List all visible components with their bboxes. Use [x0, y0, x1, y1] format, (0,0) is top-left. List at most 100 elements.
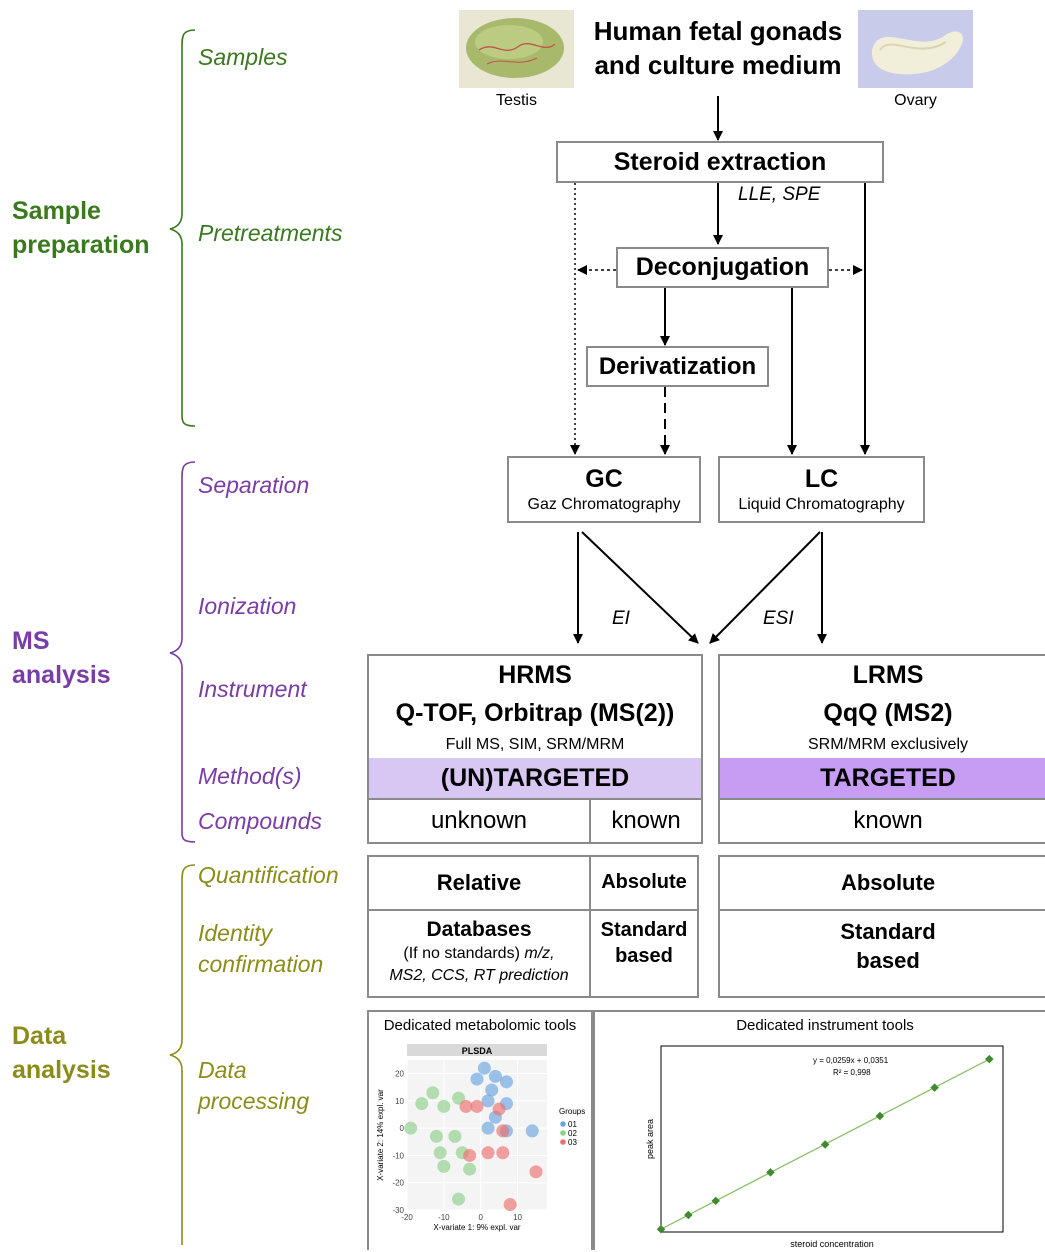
ovary-image — [858, 10, 973, 88]
plsda-point-group-03 — [459, 1099, 473, 1113]
hrms-subtitle: Q-TOF, Orbitrap (MS(2)) — [395, 699, 675, 727]
lrms-title: LRMS — [852, 661, 924, 689]
plsda-point-group-01 — [488, 1069, 502, 1083]
plsda-point-group-01 — [481, 1094, 495, 1108]
plsda-point-group-03 — [496, 1146, 510, 1160]
plsda-point-group-02 — [433, 1146, 447, 1160]
plsda-legend-label-03: 03 — [568, 1138, 577, 1147]
hrms-id-databases-cell: Databases (If no standards) m/z, MS2, CC… — [369, 917, 589, 987]
hrms-id-note-plain: (If no standards) — [403, 945, 525, 962]
ei-label: EI — [612, 608, 630, 629]
plsda-x-tick: 10 — [513, 1213, 522, 1222]
hrms-modes: Full MS, SIM, SRM/MRM — [445, 736, 625, 753]
plsda-point-group-03 — [529, 1165, 543, 1179]
calibration-equation: y = 0,0259x + 0,0351 — [813, 1056, 889, 1065]
instrument-tools-panel: Dedicated instrument tools y = 0,0259x +… — [593, 1010, 1045, 1250]
section-sample-preparation: Sample preparation — [12, 197, 150, 259]
plsda-legend-swatch-03 — [560, 1139, 566, 1145]
lc-label: LC — [804, 464, 839, 493]
hrms-data-table: Relative Absolute Databases (If no stand… — [367, 855, 699, 998]
gc-box: GC Gaz Chromatography — [507, 456, 701, 523]
section-ms-analysis: MS analysis — [12, 627, 111, 689]
plsda-point-group-03 — [463, 1148, 477, 1162]
calibration-chart: y = 0,0259x + 0,0351 R² = 0,998 steroid co… — [645, 1045, 1004, 1249]
step-quantification: Quantification — [198, 862, 339, 888]
hrms-id-databases: Databases — [426, 918, 532, 941]
plsda-point-group-02 — [437, 1159, 451, 1173]
plsda-y-tick: -20 — [392, 1179, 404, 1188]
ms-analysis-brace — [169, 461, 196, 843]
plsda-point-group-02 — [404, 1121, 418, 1135]
hrms-method-band: (UN)TARGETED — [369, 758, 701, 798]
plsda-y-axis-label: X-variate 2: 14% expl. var — [376, 1089, 385, 1181]
instrument-tools-title: Dedicated instrument tools — [736, 1017, 914, 1034]
calibration-plot-frame — [660, 1045, 1004, 1233]
extraction-methods-label: LLE, SPE — [738, 184, 821, 205]
step-ionization: Ionization — [198, 593, 297, 619]
lrms-modes: SRM/MRM exclusively — [807, 736, 968, 753]
deconjugation-box: Deconjugation — [616, 247, 829, 288]
lrms-panel: LRMS QqQ (MS2) SRM/MRM exclusively TARGE… — [718, 654, 1045, 844]
esi-label: ESI — [763, 608, 794, 629]
calibration-x-axis-label: steroid concentration — [790, 1239, 874, 1249]
hrms-quant-relative: Relative — [436, 870, 522, 895]
plsda-point-group-03 — [481, 1146, 495, 1160]
plsda-legend-swatch-01 — [560, 1121, 566, 1127]
plsda-point-group-01 — [499, 1075, 513, 1089]
step-identity-confirmation: Identity confirmation — [198, 920, 324, 977]
steroid-extraction-box: Steroid extraction — [556, 141, 884, 183]
hrms-panel: HRMS Q-TOF, Orbitrap (MS(2)) Full MS, SI… — [367, 654, 703, 844]
lrms-method-band: TARGETED — [720, 758, 1045, 798]
plsda-point-group-02 — [426, 1086, 440, 1100]
lrms-subtitle: QqQ (MS2) — [823, 699, 953, 727]
gc-label: GC — [585, 464, 623, 493]
data-analysis-brace — [169, 864, 196, 1245]
calibration-point — [684, 1210, 693, 1220]
ovary-label: Ovary — [894, 92, 937, 109]
derivatization-box: Derivatization — [586, 346, 769, 387]
step-samples: Samples — [198, 44, 288, 70]
gc-fullname: Gaz Chromatography — [527, 495, 681, 513]
sample-preparation-brace — [169, 29, 196, 427]
lrms-method-label: TARGETED — [820, 764, 956, 792]
plsda-point-group-01 — [470, 1072, 484, 1086]
plsda-point-group-03 — [503, 1198, 517, 1212]
plsda-point-group-03 — [492, 1102, 506, 1116]
calibration-r2: R² = 0,998 — [833, 1068, 871, 1077]
plsda-point-group-02 — [448, 1129, 462, 1143]
plsda-x-tick: -20 — [401, 1213, 413, 1222]
step-instrument: Instrument — [198, 676, 307, 702]
plsda-point-group-02 — [429, 1129, 443, 1143]
step-methods: Method(s) — [198, 763, 302, 789]
plsda-legend-swatch-02 — [560, 1130, 566, 1136]
plsda-legend-label-01: 01 — [568, 1120, 577, 1129]
lc-fullname: Liquid Chromatography — [738, 495, 905, 513]
plsda-point-group-02 — [463, 1162, 477, 1176]
plsda-x-tick: -10 — [438, 1213, 450, 1222]
step-separation: Separation — [198, 472, 310, 498]
hrms-id-standard: Standard based — [600, 919, 688, 967]
plsda-point-group-01 — [477, 1061, 491, 1075]
plsda-x-tick: 0 — [478, 1213, 483, 1222]
lrms-data-table: Absolute Standard based — [718, 855, 1045, 998]
plsda-point-group-02 — [415, 1097, 429, 1111]
lrms-quant-absolute: Absolute — [840, 870, 936, 895]
calibration-y-axis-label: peak area — [645, 1119, 655, 1159]
plsda-point-group-03 — [496, 1124, 510, 1138]
hrms-title: HRMS — [498, 661, 572, 689]
hrms-compound-unknown: unknown — [430, 807, 528, 834]
plsda-point-group-01 — [525, 1124, 539, 1138]
testis-label: Testis — [496, 92, 537, 109]
step-data-processing: Data processing — [198, 1057, 310, 1114]
plsda-y-tick: -30 — [392, 1206, 404, 1215]
plsda-point-group-01 — [485, 1083, 499, 1097]
hrms-id-note-line1: (If no standards) m/z, — [369, 943, 589, 965]
hrms-id-note-italic1: m/z, — [524, 945, 555, 962]
hrms-compound-known: known — [611, 807, 681, 834]
lrms-id-standard: Standard based — [840, 919, 936, 973]
plsda-y-tick: 0 — [400, 1124, 405, 1133]
calibration-point — [930, 1083, 939, 1092]
